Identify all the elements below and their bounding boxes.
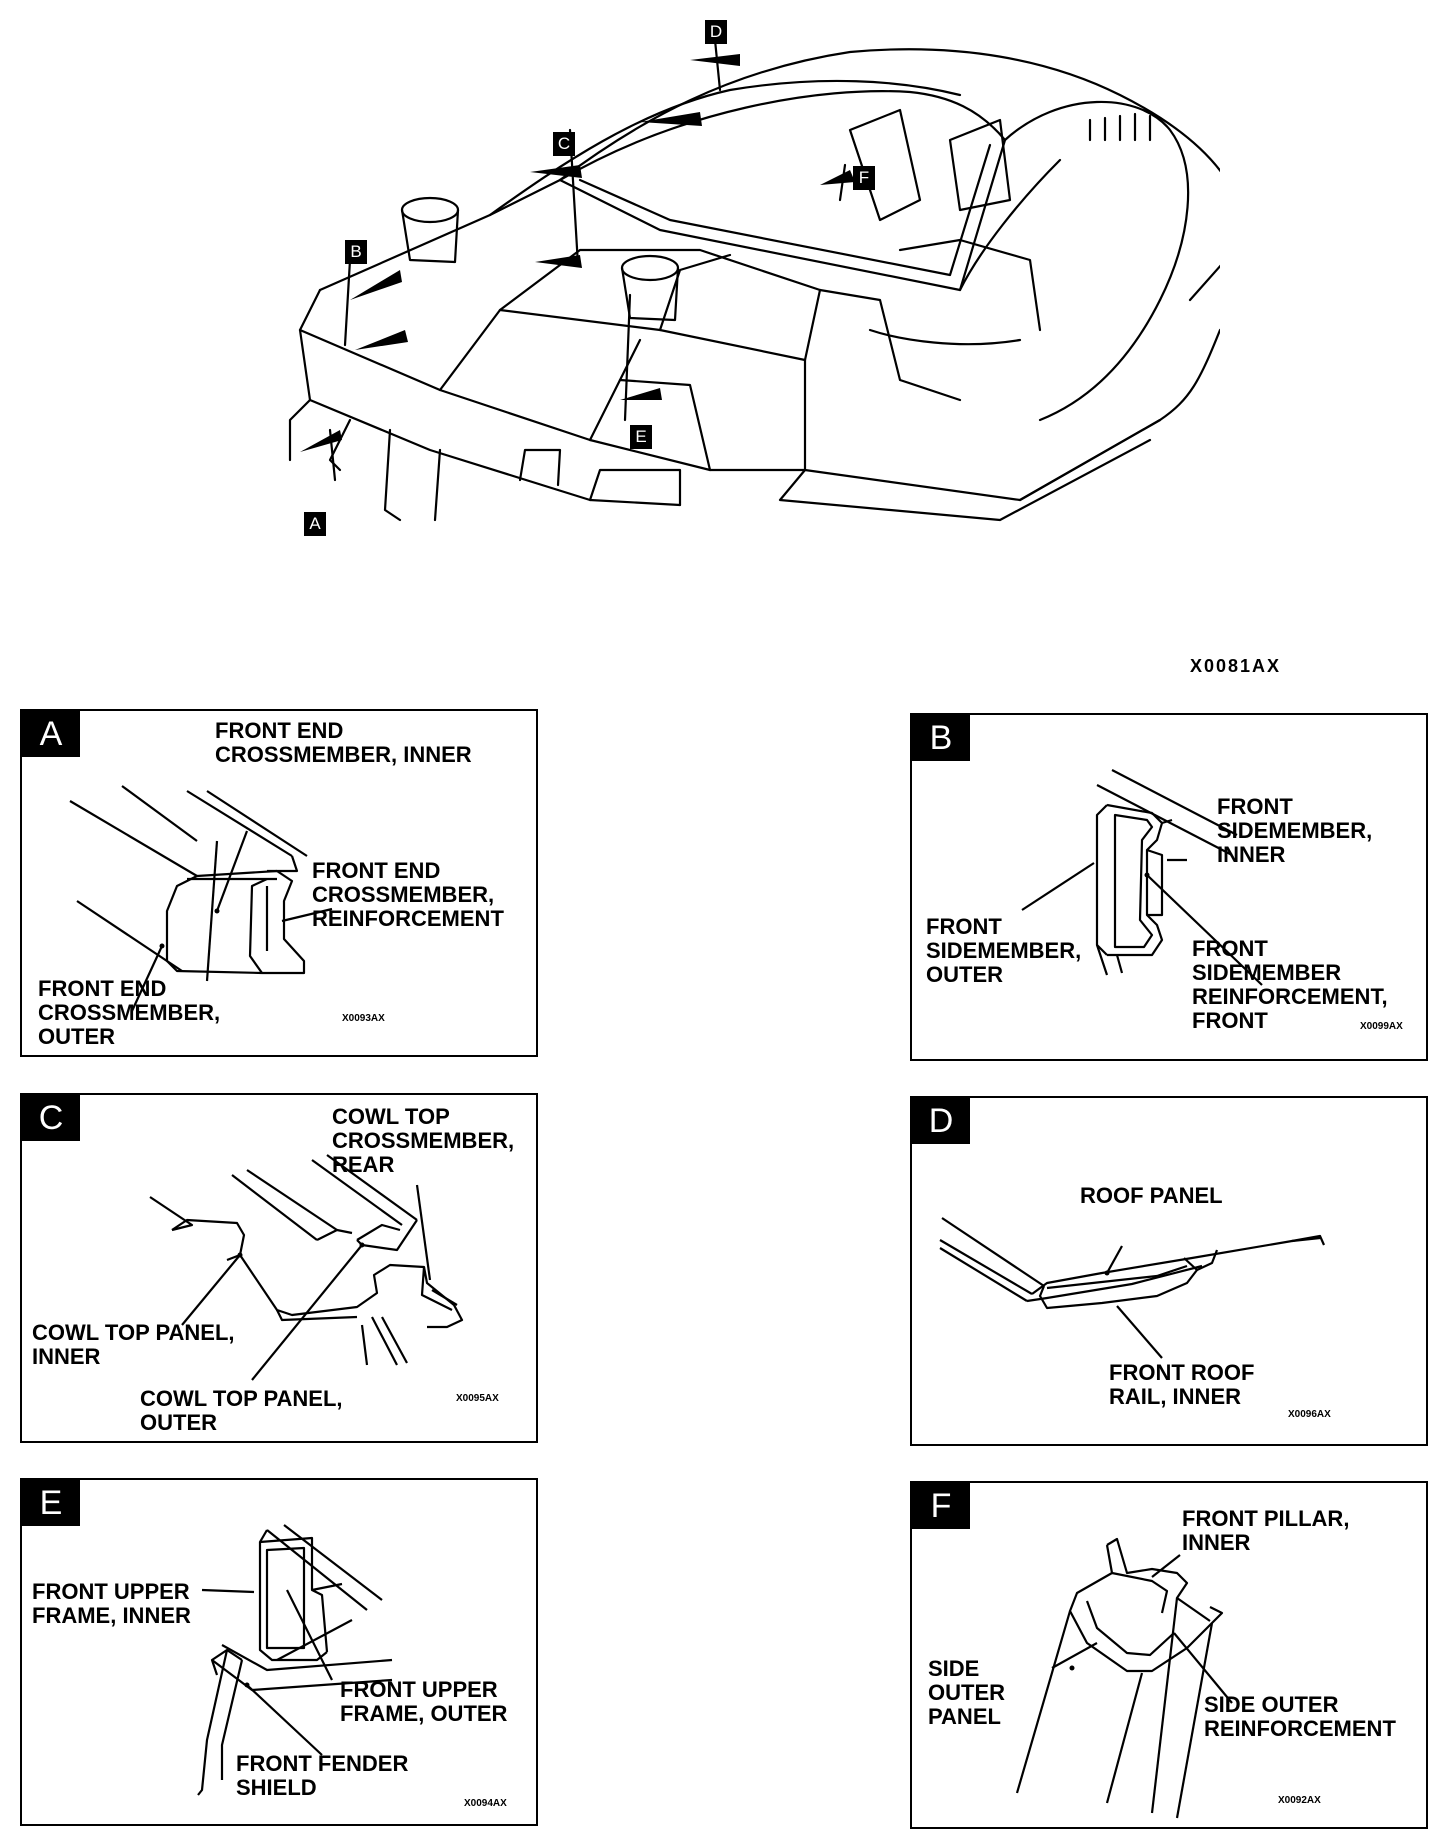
- panel-b-code: X0099AX: [1360, 1021, 1403, 1032]
- callout-a: A: [309, 514, 321, 533]
- panel-e: E FRONT UPPER FRAME, INNER FRONT UPPER F…: [20, 1478, 538, 1826]
- label-sidemember-inner: FRONT SIDEMEMBER, INNER: [1217, 794, 1373, 867]
- label-fender-shield: FRONT FENDER SHIELD: [236, 1751, 409, 1800]
- label-sidemember-reinforcement: FRONT SIDEMEMBER REINFORCEMENT, FRONT: [1192, 936, 1388, 1033]
- callout-d: D: [709, 22, 723, 41]
- callout-b: B: [350, 242, 362, 261]
- panel-e-code: X0094AX: [464, 1798, 507, 1809]
- label-crossmember-outer: FRONT END CROSSMEMBER, OUTER: [38, 976, 221, 1049]
- panel-c: C COWL TOP CROSSMEMBER, REAR COWL TOP PA…: [20, 1093, 538, 1443]
- body-overview: A B C D E F: [260, 0, 1220, 640]
- label-upper-frame-inner: FRONT UPPER FRAME, INNER: [32, 1579, 191, 1628]
- panel-d-tag: D: [912, 1098, 970, 1144]
- panel-b-tag: B: [912, 715, 970, 761]
- label-cowl-crossmember-rear: COWL TOP CROSSMEMBER, REAR: [332, 1104, 515, 1177]
- panel-f: F FRONT PILLAR, INNER SIDE OUTER PANEL S…: [910, 1481, 1428, 1829]
- panel-d: D ROOF PANEL FRONT ROOF RAIL, INNER X009…: [910, 1096, 1428, 1446]
- sidemember-section-drawing: [912, 715, 1428, 1061]
- callout-f: F: [858, 168, 870, 187]
- label-crossmember-reinforcement: FRONT END CROSSMEMBER, REINFORCEMENT: [312, 858, 504, 931]
- label-front-pillar-inner: FRONT PILLAR, INNER: [1182, 1506, 1350, 1555]
- panel-e-tag: E: [22, 1480, 80, 1526]
- roof-rail-section-drawing: [912, 1098, 1428, 1446]
- callout-e: E: [635, 427, 647, 446]
- label-roof-panel: ROOF PANEL: [1080, 1183, 1223, 1208]
- cowl-top-section-drawing: [22, 1095, 538, 1443]
- label-sidemember-outer: FRONT SIDEMEMBER, OUTER: [926, 914, 1082, 987]
- upper-frame-section-drawing: [22, 1480, 538, 1826]
- overview-figure-code: X0081AX: [1190, 656, 1282, 676]
- label-front-roof-rail-inner: FRONT ROOF RAIL, INNER: [1109, 1360, 1255, 1409]
- panel-b: B FRONT SIDEMEMBER, INNER FRONT SIDEMEMB…: [910, 713, 1428, 1061]
- label-crossmember-inner: FRONT END CROSSMEMBER, INNER: [215, 718, 472, 767]
- label-upper-frame-outer: FRONT UPPER FRAME, OUTER: [340, 1677, 508, 1726]
- panel-f-code: X0092AX: [1278, 1795, 1321, 1806]
- panel-f-tag: F: [912, 1483, 970, 1529]
- label-side-outer-panel: SIDE OUTER PANEL: [928, 1656, 1005, 1729]
- panel-a: A FRONT END CROSSMEMBER, INNER FRONT END…: [20, 709, 538, 1057]
- label-cowl-panel-outer: COWL TOP PANEL, OUTER: [140, 1386, 343, 1435]
- panel-a-tag: A: [22, 711, 80, 757]
- label-cowl-panel-inner: COWL TOP PANEL, INNER: [32, 1320, 235, 1369]
- panel-c-tag: C: [22, 1095, 80, 1141]
- panel-c-code: X0095AX: [456, 1393, 499, 1404]
- label-side-outer-reinforcement: SIDE OUTER REINFORCEMENT: [1204, 1692, 1396, 1741]
- car-body-illustration: [260, 20, 1220, 536]
- panel-a-code: X0093AX: [342, 1013, 385, 1024]
- panel-d-code: X0096AX: [1288, 1409, 1331, 1420]
- front-pillar-section-drawing: [912, 1483, 1428, 1829]
- callout-c: C: [557, 134, 571, 153]
- crossmember-section-drawing: [22, 711, 538, 1057]
